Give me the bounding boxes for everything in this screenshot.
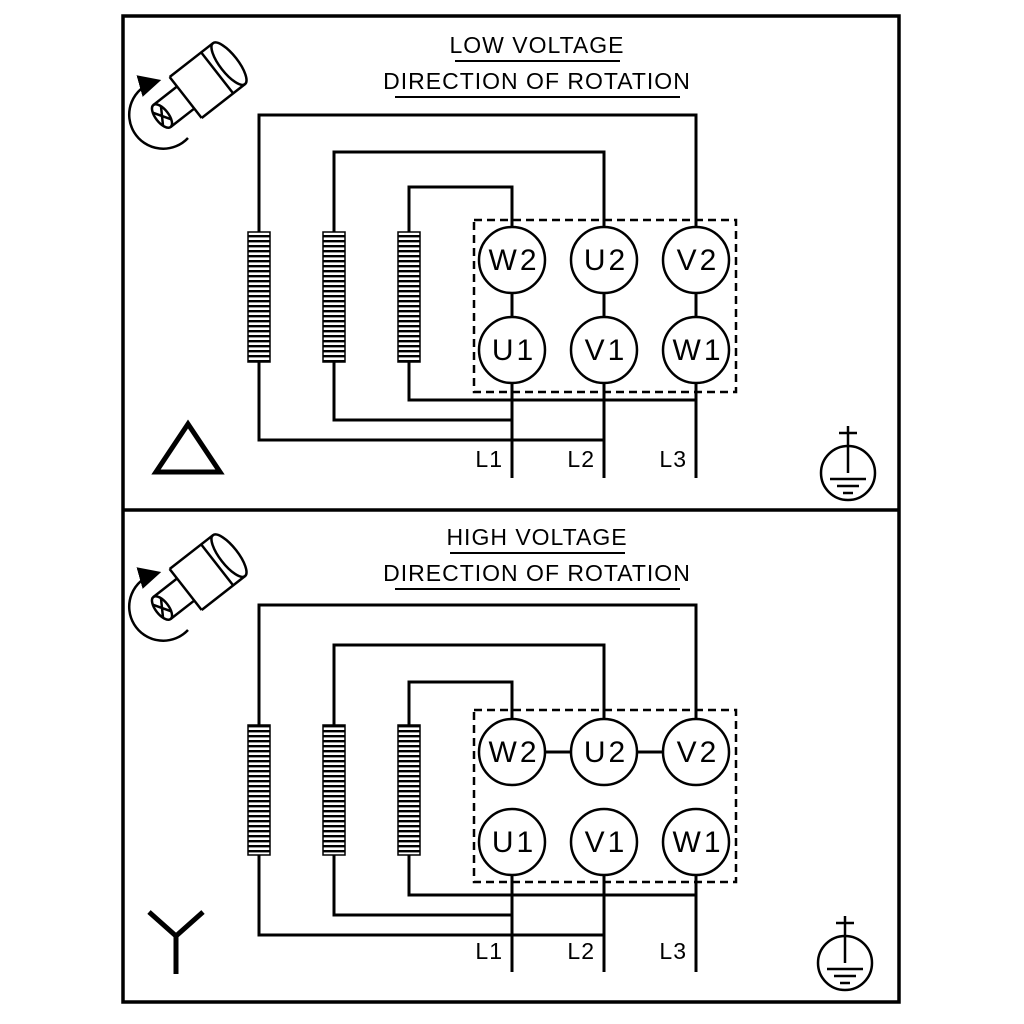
shaft-outline xyxy=(169,107,196,129)
terminal-label: U1 xyxy=(492,334,536,367)
shaft-outline xyxy=(169,599,196,621)
winding-coil-1 xyxy=(247,724,271,856)
winding-coil-3 xyxy=(397,724,421,856)
earth-ground-icon xyxy=(819,426,877,502)
terminal-label: U2 xyxy=(584,244,628,277)
terminal-label: V1 xyxy=(585,826,628,859)
terminal-circle xyxy=(477,315,547,385)
winding-coil-2 xyxy=(322,231,346,363)
ground-circle xyxy=(819,444,877,502)
cylinder-end xyxy=(210,41,248,87)
shaft-cross xyxy=(159,598,165,618)
supply-line-label-l1: L1 xyxy=(475,938,503,964)
terminal-circle xyxy=(569,225,639,295)
delta-symbol xyxy=(151,419,225,475)
supply-line-label-l2: L2 xyxy=(567,938,595,964)
panel-title: LOW VOLTAGE xyxy=(449,32,624,58)
terminal-label: U2 xyxy=(584,736,628,769)
terminal-label: W1 xyxy=(673,826,724,859)
wire xyxy=(332,150,606,232)
terminal-circle xyxy=(661,315,731,385)
terminal-label: V2 xyxy=(677,244,720,277)
winding-coil-3 xyxy=(397,231,421,363)
shaft-face xyxy=(150,595,174,621)
cylinder-body xyxy=(168,76,203,119)
terminal-circle xyxy=(569,807,639,877)
terminal-w2: W2 xyxy=(477,717,547,787)
terminal-circle xyxy=(661,717,731,787)
cylinder-body xyxy=(200,83,246,120)
terminal-v1: V1 xyxy=(569,315,639,385)
panel-high-voltage: HIGH VOLTAGE DIRECTION OF ROTATION xyxy=(127,524,874,992)
terminal-u2: U2 xyxy=(569,225,639,295)
terminal-circle xyxy=(661,225,731,295)
terminal-box xyxy=(472,218,738,394)
cylinder-body xyxy=(200,575,246,612)
terminal-circle xyxy=(569,315,639,385)
cylinder-body xyxy=(168,568,203,611)
terminal-u1: U1 xyxy=(477,807,547,877)
supply-line-label-l3: L3 xyxy=(659,446,687,472)
terminal-circle xyxy=(477,225,547,295)
terminal-label: W2 xyxy=(489,244,540,277)
wire xyxy=(407,185,514,232)
terminal-v1: V1 xyxy=(569,807,639,877)
star-symbol xyxy=(147,910,205,974)
terminal-label: W2 xyxy=(489,736,540,769)
terminal-circle xyxy=(477,807,547,877)
terminal-v2: V2 xyxy=(661,225,731,295)
wire xyxy=(332,855,512,917)
wire xyxy=(332,643,606,725)
shaft-face xyxy=(150,103,174,129)
winding-coil-1 xyxy=(247,231,271,363)
terminal-w1: W1 xyxy=(661,807,731,877)
panel-subtitle: DIRECTION OF ROTATION xyxy=(383,68,691,94)
rotation-direction-icon xyxy=(127,533,248,642)
terminal-label: W1 xyxy=(673,334,724,367)
panel-subtitle: DIRECTION OF ROTATION xyxy=(383,560,691,586)
cylinder-body xyxy=(168,42,214,79)
terminal-label: U1 xyxy=(492,826,536,859)
supply-line-label-l3: L3 xyxy=(659,938,687,964)
shaft-outline xyxy=(152,85,178,106)
terminal-v2: V2 xyxy=(661,717,731,787)
cylinder-end xyxy=(210,533,248,579)
rotation-arrow xyxy=(127,75,189,150)
wire xyxy=(407,680,514,725)
terminal-circle xyxy=(477,717,547,787)
earth-ground-icon xyxy=(816,916,874,992)
winding-coil-2 xyxy=(322,724,346,856)
terminal-u1: U1 xyxy=(477,315,547,385)
terminal-u2: U2 xyxy=(569,717,639,787)
wire xyxy=(407,362,696,402)
terminal-box xyxy=(472,708,738,884)
supply-line-label-l1: L1 xyxy=(475,446,503,472)
cylinder-body xyxy=(200,51,235,95)
terminal-circle xyxy=(569,717,639,787)
wire xyxy=(257,362,604,442)
panel-low-voltage: LOW VOLTAGE DIRECTION OF ROTATION xyxy=(127,32,877,502)
cylinder-body xyxy=(168,534,214,571)
wire xyxy=(407,855,696,897)
cylinder-body xyxy=(200,543,235,587)
terminal-label: V2 xyxy=(677,736,720,769)
terminal-w1: W1 xyxy=(661,315,731,385)
terminal-w2: W2 xyxy=(477,225,547,295)
wire xyxy=(332,362,512,422)
wire xyxy=(257,113,698,232)
panel-title: HIGH VOLTAGE xyxy=(446,524,627,550)
wire xyxy=(257,603,698,725)
supply-line-label-l2: L2 xyxy=(567,446,595,472)
wire xyxy=(257,855,604,937)
shaft-cross xyxy=(159,106,165,126)
terminal-circle xyxy=(661,807,731,877)
rotation-direction-icon xyxy=(127,41,248,150)
terminal-label: V1 xyxy=(585,334,628,367)
rotation-arrow xyxy=(127,567,189,642)
shaft-outline xyxy=(152,577,178,598)
ground-circle xyxy=(816,934,874,992)
